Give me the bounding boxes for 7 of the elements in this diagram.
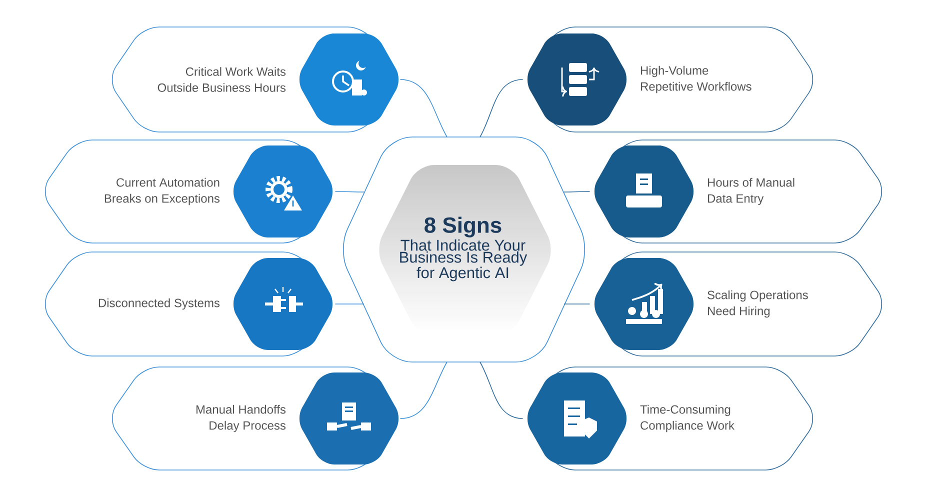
connector-line <box>400 362 448 419</box>
connector-line <box>564 191 590 192</box>
connector-line <box>400 79 448 138</box>
center-hexagon: 8 Signs That Indicate Your Business Is Ready for Agentic AI <box>343 136 585 362</box>
connector-line <box>334 191 364 192</box>
connector-line <box>480 79 524 138</box>
connector-line <box>480 362 524 419</box>
